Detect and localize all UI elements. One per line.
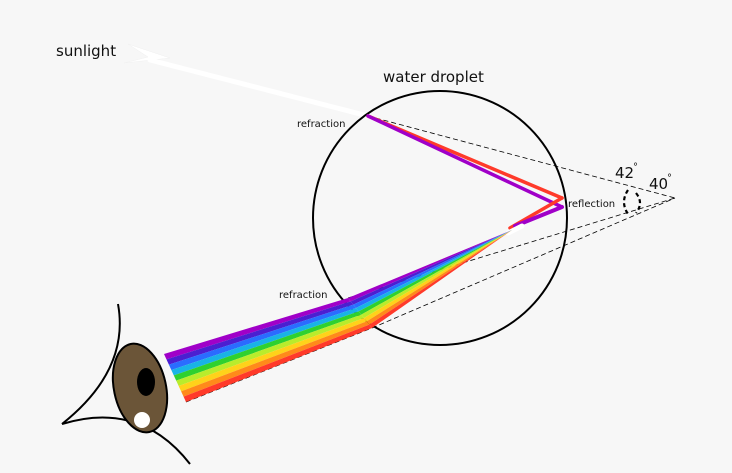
outer-spectrum-band xyxy=(168,304,356,370)
outer-spectrum-band xyxy=(178,318,367,392)
inner-spectrum-band xyxy=(366,230,512,325)
inner-spectrum-band xyxy=(361,230,512,318)
outer-spectrum-band xyxy=(166,301,354,365)
violet-reflected-ray xyxy=(513,205,564,228)
refraction-in-label: refraction xyxy=(297,119,345,130)
outer-spectrum-band xyxy=(164,298,351,360)
inner-spectrum-band xyxy=(356,230,512,312)
inner-spectrum-band xyxy=(369,230,512,328)
incident-extension-line xyxy=(367,115,676,199)
eye-pupil xyxy=(137,368,155,396)
angle-arcs xyxy=(622,189,642,215)
eye-highlight xyxy=(134,412,150,428)
inner-spectrum-band xyxy=(364,230,512,322)
outer-spectrum-beam xyxy=(164,298,372,402)
refraction-out-label: refraction xyxy=(279,290,327,301)
internal-rays xyxy=(366,114,564,236)
outer-spectrum-band xyxy=(183,324,372,402)
eye xyxy=(61,303,191,465)
inner-spectrum-band xyxy=(353,230,512,308)
angle-42-label: 42 xyxy=(615,164,634,182)
eye-upper-lid xyxy=(61,303,121,425)
outer-spectrum-band xyxy=(176,314,364,386)
angle-40-degree: ° xyxy=(667,173,672,184)
water-droplet xyxy=(312,90,568,346)
violet-internal-ray xyxy=(366,114,564,209)
arc-42 xyxy=(622,189,629,215)
outer-spectrum-band xyxy=(171,308,359,376)
sunlight-ray xyxy=(123,43,371,119)
inner-spectrum-band xyxy=(350,230,512,305)
inner-spectrum-fan xyxy=(348,230,512,328)
white-reflection-gap xyxy=(505,223,525,236)
sunlight-arrowhead xyxy=(123,43,171,64)
reflection-label: reflection xyxy=(568,199,615,210)
outer-spectrum-band xyxy=(173,311,362,381)
angle-42-degree: ° xyxy=(633,162,638,173)
inner-spectrum-band xyxy=(358,230,512,315)
sunlight-label: sunlight xyxy=(56,42,116,60)
droplet-label: water droplet xyxy=(383,68,484,86)
sunlight-beam xyxy=(147,57,371,119)
red-exit-line xyxy=(371,197,676,329)
inner-spectrum-band xyxy=(348,230,512,302)
angle-40-label: 40 xyxy=(649,175,668,193)
arc-40 xyxy=(635,192,642,214)
outer-spectrum-band xyxy=(181,321,370,397)
